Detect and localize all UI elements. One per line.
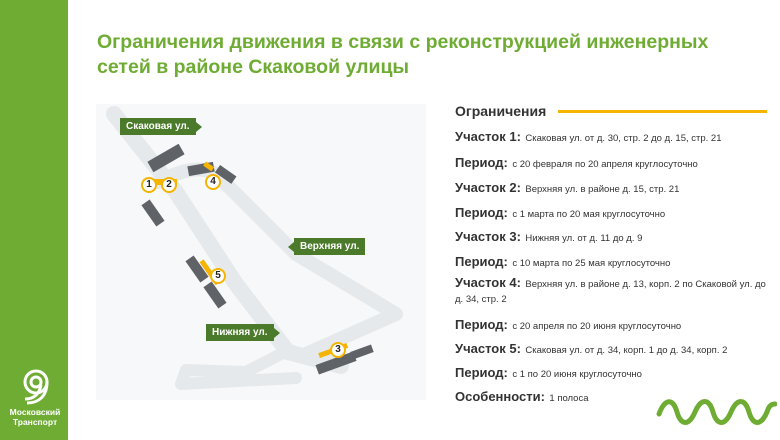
building <box>203 281 227 309</box>
label-verkhnyaya-street: Верхняя ул. <box>287 238 366 255</box>
logo-text: Московский Транспорт <box>4 407 66 427</box>
building <box>350 344 374 360</box>
building <box>185 255 209 283</box>
row-value: 1 полоса <box>549 393 589 404</box>
row-section-5: Участок 5: Скаковая ул. от д. 34, корп. … <box>455 340 773 358</box>
construction-mark-4 <box>203 161 215 172</box>
panel-heading-text: Ограничения <box>455 103 547 119</box>
row-value: с 10 марта по 25 мая круглосуточно <box>512 258 671 269</box>
row-value: Верхняя ул. в районе д. 15, стр. 21 <box>525 184 680 195</box>
map-marker-4: 4 <box>205 174 221 190</box>
building <box>315 351 357 375</box>
row-period-5: Период: с 1 по 20 июня круглосуточно <box>455 364 773 382</box>
street-map: Скаковая ул. Верхняя ул. Нижняя ул. 1 2 … <box>96 104 426 400</box>
map-canvas <box>96 104 426 400</box>
row-key: Период: <box>455 205 508 220</box>
moscow-transport-logo: Московский Транспорт <box>4 368 66 427</box>
row-value: Скаковая ул. от д. 30, стр. 2 до д. 15, … <box>525 133 722 144</box>
row-key: Участок 2: <box>455 180 521 195</box>
map-marker-5: 5 <box>210 268 226 284</box>
building <box>147 143 185 173</box>
row-section-3: Участок 3: Нижняя ул. от д. 11 до д. 9 <box>455 228 773 246</box>
row-key: Особенности: <box>455 389 545 404</box>
row-section-2: Участок 2: Верхняя ул. в районе д. 15, с… <box>455 179 773 197</box>
row-key: Период: <box>455 365 508 380</box>
row-features: Особенности: 1 полоса <box>455 388 773 406</box>
row-key: Участок 1: <box>455 129 521 144</box>
row-key: Участок 3: <box>455 229 521 244</box>
heading-underline <box>558 109 767 113</box>
map-marker-1: 1 <box>141 177 157 193</box>
row-section-4: Участок 4: Верхняя ул. в районе д. 13, к… <box>455 276 773 306</box>
construction-mark-1-2 <box>143 179 177 185</box>
building <box>141 199 165 227</box>
row-period-3: Период: с 10 марта по 25 мая круглосуточ… <box>455 253 773 271</box>
label-nizhnyaya-street: Нижняя ул. <box>206 324 279 341</box>
row-value: с 20 апреля по 20 июня круглосуточно <box>512 321 682 332</box>
row-period-4: Период: с 20 апреля по 20 июня круглосут… <box>455 316 773 334</box>
row-key: Период: <box>455 155 508 170</box>
map-marker-3: 3 <box>330 342 346 358</box>
row-value: Скаковая ул. от д. 34, корп. 1 до д. 34,… <box>525 345 728 356</box>
row-key: Период: <box>455 254 508 269</box>
building <box>214 164 237 184</box>
restrictions-panel: Ограничения Участок 1: Скаковая ул. от д… <box>455 100 773 404</box>
row-value: с 1 по 20 июня круглосуточно <box>512 369 642 380</box>
label-skakovaya-street: Скаковая ул. <box>120 118 202 135</box>
row-period-2: Период: с 1 марта по 20 мая круглосуточн… <box>455 204 773 222</box>
decorative-waves-icon <box>656 399 777 425</box>
panel-heading: Ограничения <box>455 100 773 122</box>
row-value: Нижняя ул. от д. 11 до д. 9 <box>525 233 643 244</box>
row-key: Участок 4: <box>455 275 521 290</box>
logo-nine-icon <box>23 369 49 405</box>
buildings <box>141 143 374 375</box>
page-title: Ограничения движения в связи с реконстру… <box>97 31 709 78</box>
row-key: Период: <box>455 317 508 332</box>
nizhnyaya-road <box>175 348 302 390</box>
logo-line-1: Московский <box>9 407 61 417</box>
row-value: с 1 марта по 20 мая круглосуточно <box>512 209 666 220</box>
row-key: Участок 5: <box>455 341 521 356</box>
brand-sidebar: Московский Транспорт <box>0 0 68 440</box>
row-period-1: Период: с 20 февраля по 20 апреля кругло… <box>455 154 773 172</box>
row-value: с 20 февраля по 20 апреля круглосуточно <box>512 159 698 170</box>
map-marker-2: 2 <box>161 177 177 193</box>
logo-line-2: Транспорт <box>12 417 58 427</box>
row-value: Верхняя ул. в районе д. 13, корп. 2 по С… <box>455 279 766 305</box>
row-section-1: Участок 1: Скаковая ул. от д. 30, стр. 2… <box>455 128 773 146</box>
